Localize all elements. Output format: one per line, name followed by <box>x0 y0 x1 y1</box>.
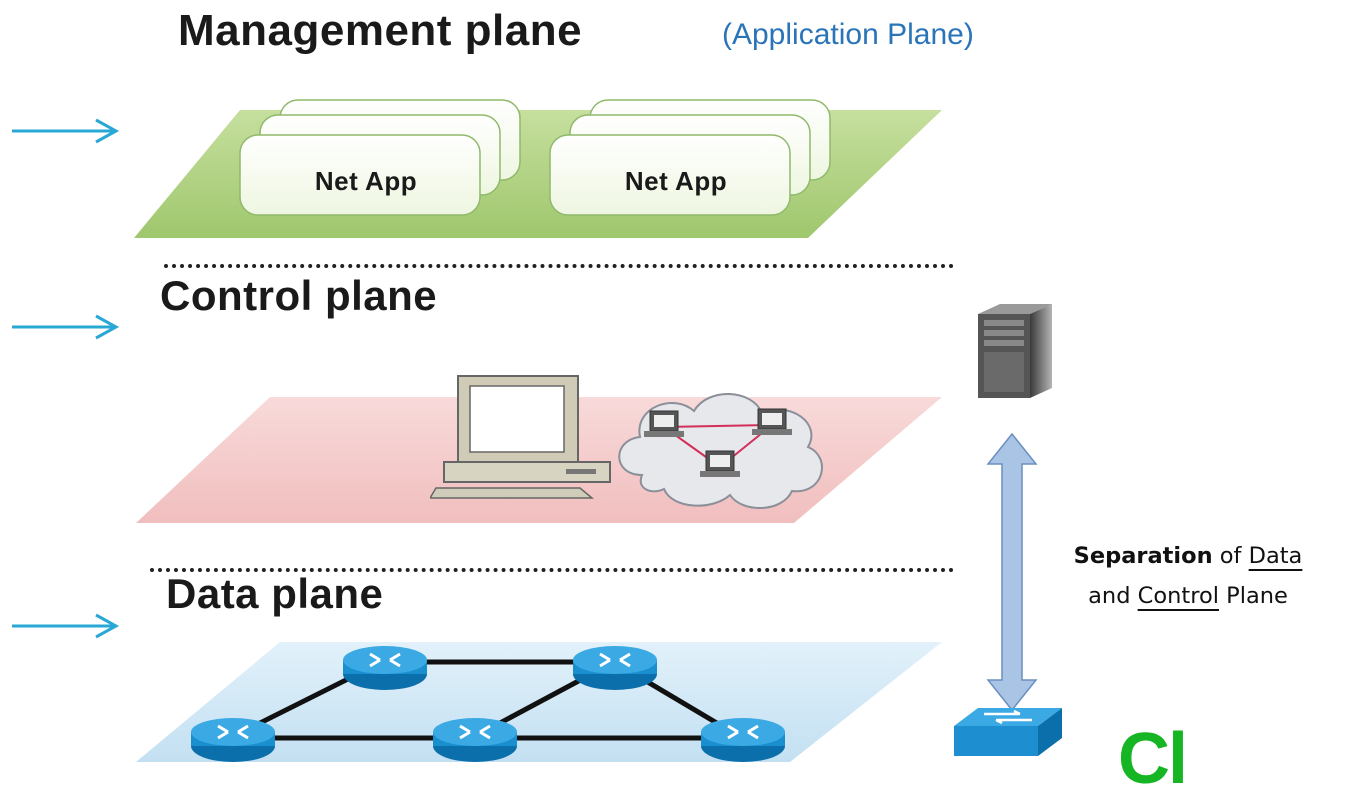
net-app-card-2: Net App <box>624 166 728 196</box>
router-icon <box>191 718 275 762</box>
plane-divider <box>150 568 954 572</box>
separation-and: and <box>1088 583 1131 609</box>
router-icon <box>701 718 785 762</box>
management-plane-platform <box>134 99 942 238</box>
separation-bold: Separation <box>1073 543 1213 569</box>
cloud-network-icon <box>618 393 823 509</box>
separation-caption: Separation of Data and Control Plane <box>1030 536 1346 616</box>
separation-plane: Plane <box>1226 583 1288 609</box>
router-icon <box>573 646 657 690</box>
server-icon <box>978 304 1052 398</box>
right-arrow-icon <box>12 118 120 144</box>
switch-icon <box>954 708 1062 756</box>
corner-logo-text: Cl <box>1118 719 1188 799</box>
router-icon <box>343 646 427 690</box>
separation-of: of <box>1219 543 1242 569</box>
separation-data: Data <box>1248 543 1303 569</box>
net-app-card-1: Net App <box>314 166 418 196</box>
management-plane-title: Management plane <box>178 6 583 55</box>
plane-divider <box>164 264 954 268</box>
control-plane-title: Control plane <box>160 272 438 319</box>
computer-icon <box>430 375 611 499</box>
right-arrow-icon <box>12 613 120 639</box>
right-arrow-icon <box>12 314 120 340</box>
separation-control: Control <box>1137 583 1219 609</box>
application-plane-subtitle: (Application Plane) <box>722 18 974 51</box>
data-plane-title: Data plane <box>166 570 384 617</box>
router-icon <box>433 718 517 762</box>
